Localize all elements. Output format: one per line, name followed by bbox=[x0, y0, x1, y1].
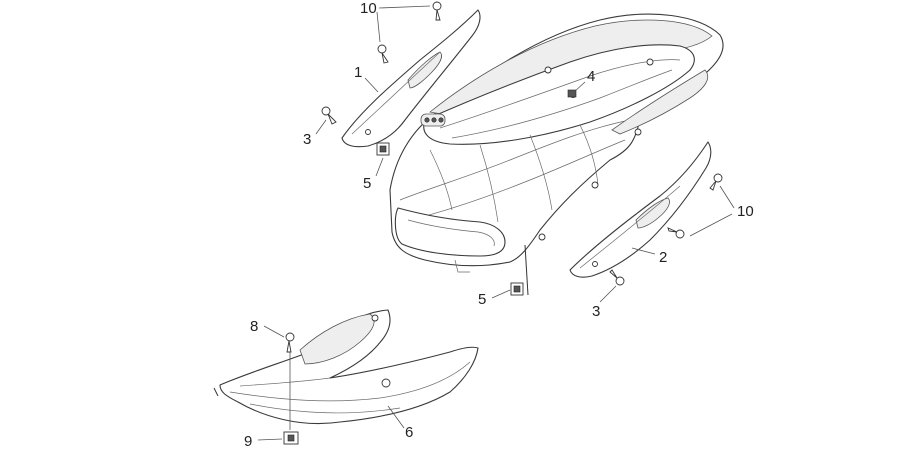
callout-10-right: 10 bbox=[737, 203, 754, 220]
lower-floor-panel bbox=[213, 309, 479, 425]
right-side-panel bbox=[569, 141, 712, 278]
callout-9: 9 bbox=[244, 433, 252, 450]
left-side-panel bbox=[341, 9, 481, 148]
nut-4 bbox=[567, 89, 577, 98]
screw-10-right-upper bbox=[709, 173, 723, 191]
callout-8: 8 bbox=[250, 318, 258, 335]
callout-3-left: 3 bbox=[303, 131, 311, 148]
callout-2: 2 bbox=[659, 249, 667, 266]
callout-6: 6 bbox=[405, 424, 413, 441]
leader-lines bbox=[257, 5, 735, 441]
callout-5-bottom: 5 bbox=[478, 291, 486, 308]
rear-body-cover bbox=[389, 13, 724, 296]
screw-10-top bbox=[432, 1, 442, 21]
callout-4: 4 bbox=[587, 68, 595, 85]
screw-10-upper bbox=[377, 44, 389, 64]
callout-1: 1 bbox=[354, 64, 362, 81]
clip-5-left bbox=[376, 142, 390, 156]
clip-9 bbox=[283, 431, 299, 445]
clip-5-bottom bbox=[510, 282, 524, 296]
callout-5-left: 5 bbox=[363, 175, 371, 192]
screw-3-left bbox=[321, 106, 337, 125]
screw-8 bbox=[285, 332, 295, 353]
callout-3-bottom: 3 bbox=[592, 303, 600, 320]
screw-3-bottom bbox=[609, 269, 625, 286]
screw-10-right-lower bbox=[667, 227, 685, 239]
callout-10-top: 10 bbox=[360, 0, 377, 17]
